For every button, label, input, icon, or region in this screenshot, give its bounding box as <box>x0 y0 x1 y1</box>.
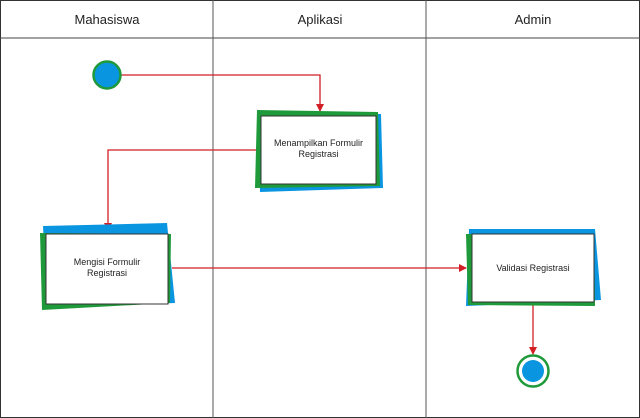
end-node-core <box>522 360 544 382</box>
flow-arrow-tampil-to-isi <box>104 149 257 231</box>
flow-arrow-start-to-tampil <box>121 74 324 112</box>
lane-title-aplikasi: Aplikasi <box>298 12 343 27</box>
activity-label-line1: Menampilkan Formulir <box>274 138 363 148</box>
activity-box <box>471 233 595 303</box>
activity-tampil-formulir: Menampilkan Formulir Registrasi <box>255 110 383 192</box>
activity-label-line2: Registrasi <box>298 149 338 159</box>
activity-validasi: Validasi Registrasi <box>466 229 601 306</box>
activity-label-line2: Registrasi <box>87 268 127 278</box>
start-node <box>92 60 122 90</box>
lane-title-admin: Admin <box>515 12 552 27</box>
activity-label: Validasi Registrasi <box>496 263 569 273</box>
activity-box <box>260 115 377 185</box>
end-node <box>516 354 550 388</box>
lane-title-mahasiswa: Mahasiswa <box>74 12 140 27</box>
activity-label-line1: Mengisi Formulir <box>74 257 141 267</box>
activity-isi-formulir: Mengisi Formulir Registrasi <box>40 223 175 310</box>
activity-box <box>45 233 169 305</box>
